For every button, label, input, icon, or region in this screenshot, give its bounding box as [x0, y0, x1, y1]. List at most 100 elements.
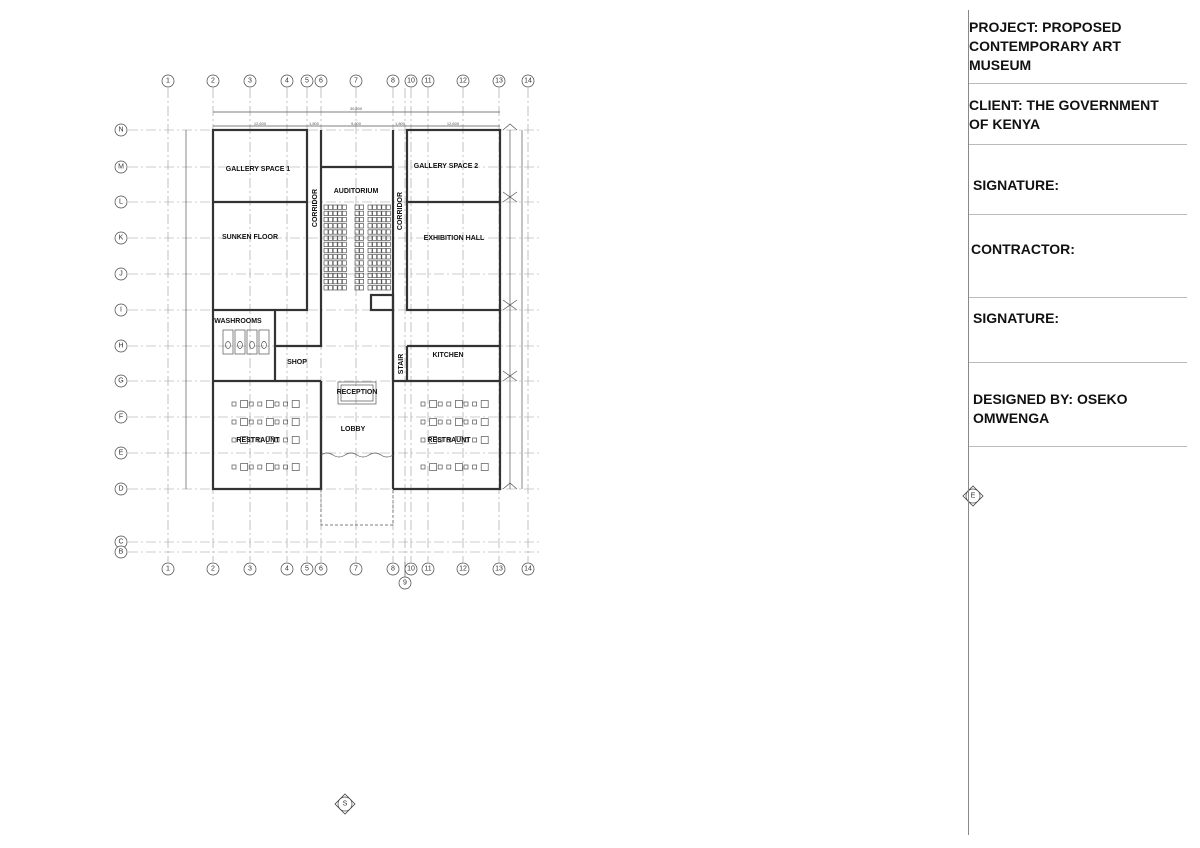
grid-label: H: [118, 343, 123, 350]
table: [429, 436, 437, 444]
seat: [386, 229, 391, 235]
grid-label: 9: [403, 580, 407, 587]
seat: [323, 204, 329, 210]
compass-east-label: E: [971, 493, 976, 500]
grid-bubble-row-E: E: [114, 446, 128, 460]
toilet-stall: [222, 329, 234, 355]
toilet-stall: [234, 329, 246, 355]
seat: [342, 285, 347, 291]
seat: [372, 204, 377, 210]
seat: [367, 217, 373, 223]
seat: [372, 235, 377, 241]
compass-south-marker: S: [334, 793, 356, 815]
seat: [323, 235, 329, 241]
grid-bubble-col-12: 12: [456, 74, 470, 88]
seat: [342, 235, 347, 241]
seat: [367, 210, 373, 216]
signature-label-1: SIGNATURE:: [973, 177, 1060, 193]
table: [429, 400, 437, 408]
seat: [342, 241, 347, 247]
seat: [332, 223, 338, 229]
seat: [323, 241, 329, 247]
grid-bubble-col-2: 2: [206, 74, 220, 88]
chair: [274, 419, 280, 425]
seat: [323, 272, 329, 278]
seat: [367, 223, 373, 229]
grid-bubble-col-10: 10: [404, 562, 418, 576]
seat: [342, 248, 347, 254]
chair: [446, 401, 452, 407]
grid-label: 7: [354, 566, 358, 573]
chair: [420, 464, 426, 470]
dim-right-wing: 12,600: [447, 121, 460, 126]
seat: [381, 229, 387, 235]
chair: [257, 437, 263, 443]
room-corridor-right: CORRIDOR: [397, 192, 404, 230]
title-block: PROJECT: PROPOSED CONTEMPORARY ART MUSEU…: [968, 10, 1189, 835]
seat: [342, 210, 347, 216]
table: [266, 400, 274, 408]
grid-label: 10: [407, 566, 415, 573]
seat: [332, 229, 338, 235]
seat: [332, 266, 338, 272]
seat: [354, 279, 360, 285]
seat: [367, 241, 373, 247]
chair: [248, 437, 254, 443]
grid-bubble-row-K: K: [114, 231, 128, 245]
grid-bubble-row-H: H: [114, 339, 128, 353]
chair: [437, 437, 443, 443]
seat: [328, 210, 333, 216]
designer-name: DESIGNED BY: OSEKO OMWENGA: [973, 391, 1128, 426]
seat: [367, 260, 373, 266]
room-sunken-floor: SUNKEN FLOOR: [222, 234, 278, 241]
designer-cell: DESIGNED BY: OSEKO OMWENGA: [969, 364, 1187, 447]
grid-bubbles: 1122334455667788910101111121213131414NML…: [114, 74, 535, 590]
grid-label: 13: [495, 566, 503, 573]
grid-label: B: [119, 549, 124, 556]
seat: [332, 272, 338, 278]
grid-bubble-row-B: B: [114, 545, 128, 559]
grid-bubble-row-F: F: [114, 410, 128, 424]
room-gallery-space-1: GALLERY SPACE 1: [226, 166, 291, 173]
seat: [328, 235, 333, 241]
table: [240, 400, 248, 408]
table: [240, 418, 248, 426]
seat: [359, 217, 364, 223]
grid-label: 3: [248, 566, 252, 573]
signature-label-2: SIGNATURE:: [973, 310, 1060, 326]
table: [455, 400, 463, 408]
toilet: [249, 341, 255, 349]
seat: [354, 272, 360, 278]
seat: [323, 217, 329, 223]
table: [480, 463, 489, 471]
grid-bubble-row-M: M: [114, 160, 128, 174]
seat: [328, 204, 333, 210]
seat: [332, 235, 338, 241]
grid-label: 4: [285, 78, 289, 85]
chair: [472, 419, 477, 425]
seat: [386, 272, 391, 278]
chair: [472, 401, 477, 407]
grid-bubble-col-14: 14: [521, 562, 535, 576]
seat: [372, 279, 377, 285]
chair: [248, 419, 254, 425]
chair: [283, 464, 288, 470]
seat: [332, 248, 338, 254]
dim-center: 9,800: [351, 121, 362, 126]
toilet-stall: [258, 329, 270, 355]
seat: [342, 254, 347, 260]
seat: [328, 223, 333, 229]
seat: [328, 241, 333, 247]
seat: [328, 229, 333, 235]
seat: [381, 272, 387, 278]
table: [266, 436, 274, 444]
signature-cell-1: SIGNATURE:: [969, 146, 1187, 215]
seat: [359, 272, 364, 278]
room-stair: STAIR: [398, 354, 405, 374]
table: [455, 418, 463, 426]
seat: [359, 260, 364, 266]
table: [291, 400, 300, 408]
seat: [323, 229, 329, 235]
grid-bubble-col-7: 7: [349, 562, 363, 576]
